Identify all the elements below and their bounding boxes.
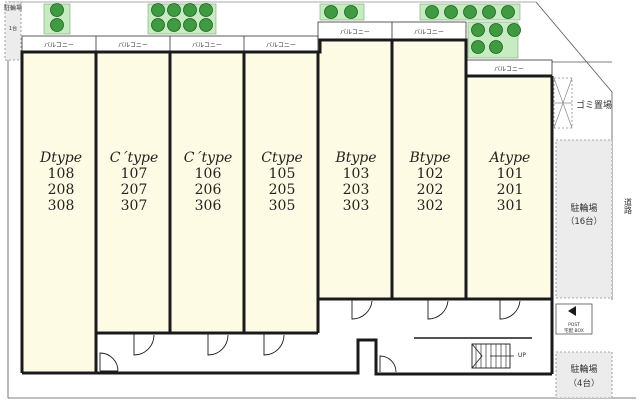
tree-icon	[444, 5, 458, 19]
room-number: 206	[195, 182, 222, 198]
garbage-label: ゴミ置場	[576, 99, 612, 111]
room-number: 107	[121, 166, 148, 182]
post-box: POST 宅配 BOX	[555, 303, 593, 335]
stairs-up-label: UP	[518, 352, 526, 359]
post-box-line2: 宅配 BOX	[564, 327, 584, 334]
balcony-label: バルコニー	[340, 29, 370, 36]
unit-type-label: Btype	[408, 150, 450, 166]
unit-b-102: Btype 102 202 302	[408, 150, 450, 214]
unit-type-label: C´type	[184, 150, 233, 166]
stairs: UP	[471, 343, 526, 369]
room-number: 308	[48, 198, 75, 214]
room-number: 202	[417, 182, 444, 198]
room-number: 105	[269, 166, 296, 182]
balcony-label: バルコニー	[414, 29, 444, 36]
bike-left-capacity: 1台	[9, 25, 17, 32]
unit-labels: Dtype 108 208 308 C´type 107 207 307 C´t…	[39, 150, 530, 214]
room-number: 306	[195, 198, 222, 214]
tree-icon	[482, 5, 496, 19]
tree-icon	[183, 3, 197, 17]
unit-type-label: Btype	[334, 150, 376, 166]
planters	[43, 3, 521, 59]
road-label: 道路	[624, 197, 633, 214]
unit-type-label: Ctype	[261, 150, 303, 166]
room-number: 301	[497, 198, 524, 214]
room-number: 101	[497, 166, 524, 182]
room-number: 207	[121, 182, 148, 198]
unit-b-103: Btype 103 203 303	[334, 150, 376, 214]
balcony-label: バルコニー	[118, 42, 148, 49]
room-number: 205	[269, 182, 296, 198]
tree-icon	[167, 18, 181, 32]
balcony-label: バルコニー	[192, 42, 222, 49]
tree-icon	[501, 5, 515, 19]
room-number: 305	[269, 198, 296, 214]
tree-icon	[489, 40, 503, 54]
stair-break-line	[471, 343, 483, 369]
room-number: 302	[417, 198, 444, 214]
garbage-area: ゴミ置場	[553, 77, 612, 129]
room-number: 108	[48, 166, 75, 182]
tree-icon	[489, 23, 503, 37]
balcony-label: バルコニー	[266, 42, 296, 49]
tree-icon	[425, 5, 439, 19]
unit-c-prime-106: C´type 106 206 306	[184, 150, 233, 214]
room-number: 203	[343, 182, 370, 198]
bike-left-title: 駐輪場	[4, 4, 22, 12]
tree-icon	[151, 3, 165, 17]
bike-small-capacity: （4台）	[569, 378, 600, 389]
post-box-line1: POST	[568, 322, 580, 328]
walls	[20, 38, 554, 376]
room-number: 106	[195, 166, 222, 182]
balcony-label: バルコニー	[44, 42, 74, 49]
tree-icon	[183, 18, 197, 32]
tree-icon	[463, 5, 477, 19]
tree-icon	[167, 3, 181, 17]
room-number: 307	[121, 198, 148, 214]
bike-parking-small: 駐輪場 （4台）	[555, 351, 613, 399]
tree-icon	[507, 23, 521, 37]
unit-a: Atype 101 201 301	[488, 150, 531, 214]
unit-c: Ctype 105 205 305	[261, 150, 303, 214]
tree-icon	[471, 40, 485, 54]
svg-text:駐輪場: 駐輪場	[4, 4, 22, 12]
unit-fills	[24, 42, 550, 371]
room-number: 103	[343, 166, 370, 182]
tree-icon	[324, 5, 338, 19]
unit-type-label: Dtype	[39, 150, 82, 166]
balcony-label: バルコニー	[494, 66, 524, 73]
room-number: 303	[343, 198, 370, 214]
bike-small-title: 駐輪場	[570, 363, 597, 375]
tree-icon	[50, 18, 64, 32]
bike-main-capacity: （16台）	[566, 216, 602, 227]
room-number: 102	[417, 166, 444, 182]
tree-icon	[344, 5, 358, 19]
bike-parking-left: 駐輪場 1台	[4, 1, 22, 61]
doors	[99, 299, 521, 373]
balconies: バルコニー バルコニー バルコニー バルコニー バルコニー バルコニー バルコニ…	[21, 21, 553, 77]
tree-icon	[199, 18, 213, 32]
unit-d: Dtype 108 208 308	[39, 150, 82, 214]
tree-icon	[199, 3, 213, 17]
unit-type-label: C´type	[110, 150, 159, 166]
bike-main-title: 駐輪場	[570, 202, 597, 214]
tree-icon	[471, 23, 485, 37]
room-number: 208	[48, 182, 75, 198]
unit-c-prime-107: C´type 107 207 307	[110, 150, 159, 214]
tree-icon	[50, 3, 64, 17]
room-number: 201	[497, 182, 524, 198]
bike-parking-main: 駐輪場 （16台）	[555, 139, 613, 299]
unit-type-label: Atype	[488, 150, 531, 166]
tree-icon	[151, 18, 165, 32]
